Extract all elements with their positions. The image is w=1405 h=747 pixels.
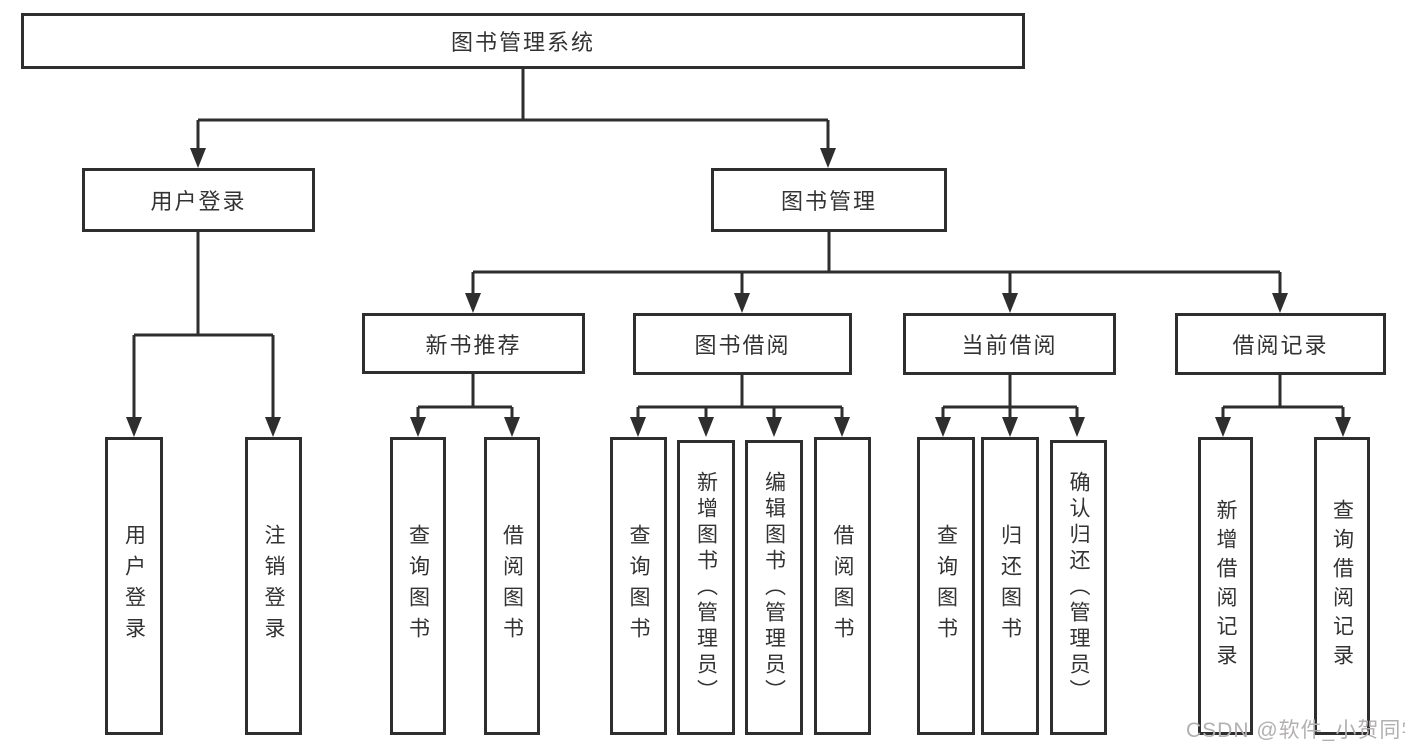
leaf-recommend-borrow-books-label: 借阅图书 <box>500 524 524 648</box>
leaf-edit-books-admin-label: 编辑图书（管理员） <box>762 470 786 705</box>
node-new-book-recommend-label: 新书推荐 <box>425 332 522 358</box>
leaf-query-borrow-record-label: 查询借阅记录 <box>1330 499 1354 673</box>
leaf-recommend-query-books-label: 查询图书 <box>406 524 430 648</box>
leaf-add-borrow-record: 新增借阅记录 <box>1198 437 1253 735</box>
leaf-query-borrow-record: 查询借阅记录 <box>1314 437 1370 735</box>
node-book-management: 图书管理 <box>711 168 947 232</box>
leaf-logout: 注销登录 <box>245 437 302 735</box>
leaf-recommend-query-books: 查询图书 <box>390 437 446 735</box>
node-current-borrow-label: 当前借阅 <box>961 333 1058 358</box>
node-book-borrow-label: 图书借阅 <box>694 333 791 358</box>
node-book-borrow: 图书借阅 <box>633 313 852 375</box>
node-root-system: 图书管理系统 <box>21 13 1025 69</box>
leaf-add-books-admin-label: 新增图书（管理员） <box>694 470 718 705</box>
node-current-borrow: 当前借阅 <box>903 313 1116 375</box>
node-borrow-records: 借阅记录 <box>1175 313 1386 375</box>
leaf-add-borrow-record-label: 新增借阅记录 <box>1214 499 1237 673</box>
leaf-logout-label: 注销登录 <box>262 524 285 648</box>
leaf-borrow-query-books-label: 查询图书 <box>627 524 650 648</box>
leaf-borrow-books: 借阅图书 <box>814 437 871 735</box>
leaf-recommend-borrow-books: 借阅图书 <box>484 437 540 735</box>
leaf-add-books-admin: 新增图书（管理员） <box>677 440 735 735</box>
node-user-login-label: 用户登录 <box>150 189 247 214</box>
node-new-book-recommend: 新书推荐 <box>362 313 585 374</box>
leaf-user-login-label: 用户登录 <box>122 524 146 648</box>
leaf-borrow-books-label: 借阅图书 <box>831 524 854 648</box>
leaf-borrow-query-books: 查询图书 <box>610 437 667 735</box>
leaf-confirm-return-admin-label: 确认归还（管理员） <box>1067 470 1090 705</box>
leaf-return-books-label: 归还图书 <box>998 524 1022 648</box>
leaf-return-books: 归还图书 <box>981 437 1039 735</box>
node-book-management-label: 图书管理 <box>780 189 877 214</box>
node-borrow-records-label: 借阅记录 <box>1232 333 1329 358</box>
leaf-edit-books-admin: 编辑图书（管理员） <box>745 440 803 735</box>
node-root-label: 图书管理系统 <box>450 30 595 55</box>
csdn-watermark: CSDN @软件_小贺同学 <box>1186 719 1405 742</box>
leaf-confirm-return-admin: 确认归还（管理员） <box>1050 440 1107 735</box>
leaf-user-login: 用户登录 <box>105 437 163 735</box>
leaf-current-query-books-label: 查询图书 <box>934 524 958 648</box>
node-user-login: 用户登录 <box>82 168 315 232</box>
leaf-current-query-books: 查询图书 <box>917 437 975 735</box>
